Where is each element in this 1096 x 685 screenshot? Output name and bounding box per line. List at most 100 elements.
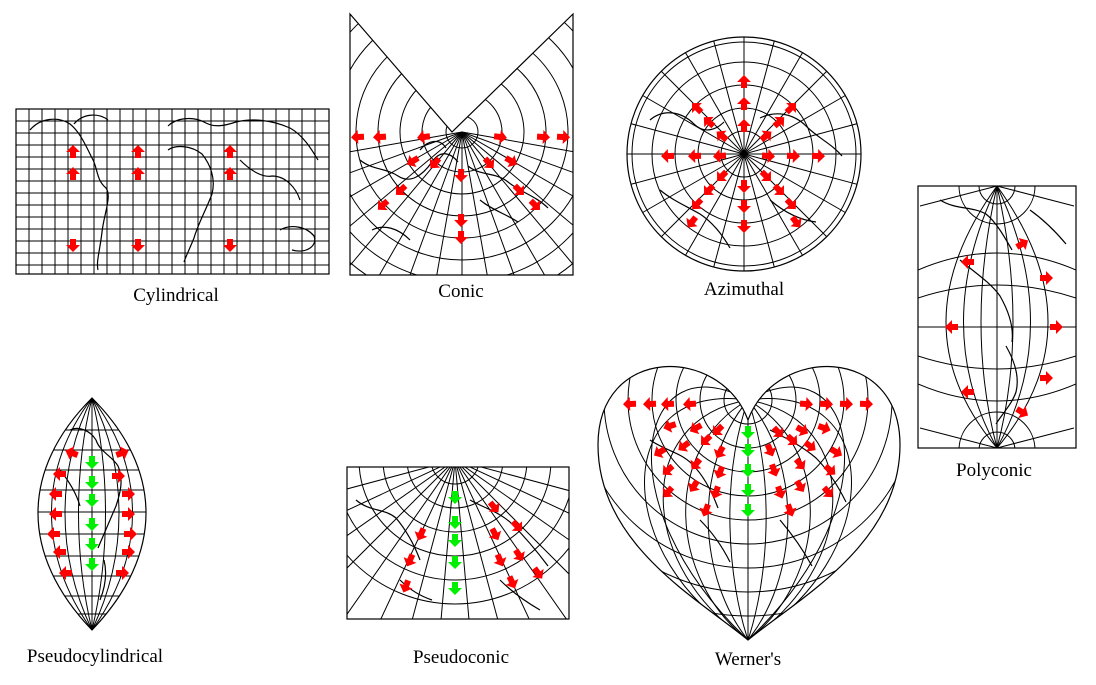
arrow-icon — [686, 215, 699, 228]
arrow-icon — [454, 213, 468, 227]
arrow-icon — [85, 476, 99, 489]
werners-meridians — [644, 386, 852, 640]
cylindrical-arrows — [66, 145, 237, 252]
azimuthal-meridians — [627, 37, 861, 271]
arrow-icon — [115, 446, 129, 460]
arrow-icon — [66, 239, 80, 252]
arrow-icon — [793, 457, 806, 470]
pseudoconic-arrows — [399, 491, 544, 595]
polyconic-meridians — [919, 186, 1075, 448]
arrow-icon — [454, 230, 468, 244]
arrow-icon — [763, 443, 777, 457]
conic-label: Conic — [438, 281, 483, 302]
arrow-icon — [488, 527, 502, 541]
arrow-icon — [819, 397, 833, 411]
arrow-icon — [85, 558, 99, 571]
arrow-icon — [377, 198, 390, 211]
arrow-icon — [799, 397, 813, 411]
arrow-icon — [784, 197, 797, 210]
arrow-icon — [661, 149, 675, 163]
arrow-icon — [703, 116, 716, 129]
arrow-icon — [678, 440, 691, 452]
arrow-icon — [821, 485, 834, 498]
arrow-icon — [759, 130, 772, 143]
arrow-icon — [493, 553, 507, 567]
arrow-icon — [351, 130, 365, 144]
arrow-icon — [406, 154, 420, 168]
polyconic-coastlines — [939, 199, 1067, 425]
arrow-icon — [505, 575, 519, 589]
arrow-icon — [713, 149, 727, 163]
arrow-icon — [803, 440, 816, 452]
polyconic-arrows — [945, 237, 1063, 419]
arrow-icon — [663, 419, 677, 433]
pseudoconic-label: Pseudoconic — [413, 647, 509, 668]
arrow-icon — [789, 215, 802, 228]
arrow-icon — [1050, 320, 1063, 334]
arrow-icon — [823, 463, 836, 476]
arrow-icon — [399, 579, 413, 593]
arrow-icon — [403, 553, 417, 567]
arrow-icon — [448, 556, 462, 569]
arrow-icon — [786, 149, 800, 163]
arrow-icon — [448, 582, 462, 595]
polyconic-label: Polyconic — [956, 460, 1032, 481]
arrow-icon — [771, 425, 784, 438]
arrow-icon — [741, 426, 755, 439]
arrow-icon — [532, 566, 544, 579]
arrow-icon — [767, 463, 781, 477]
arrow-icon — [223, 167, 237, 180]
arrow-icon — [131, 167, 145, 180]
arrow-icon — [510, 519, 523, 532]
arrow-icon — [47, 527, 60, 541]
arrow-icon — [737, 97, 751, 110]
arrow-icon — [709, 485, 723, 499]
arrow-icon — [122, 545, 135, 559]
arrow-icon — [623, 397, 637, 411]
arrow-icon — [454, 168, 468, 182]
arrow-icon — [417, 130, 431, 144]
arrow-icon — [737, 220, 751, 233]
arrow-icon — [785, 433, 798, 446]
arrow-icon — [429, 156, 442, 169]
arrow-icon — [689, 421, 703, 435]
azimuthal-label: Azimuthal — [704, 279, 784, 300]
werners-projection: Werner's — [597, 366, 901, 670]
arrow-icon — [811, 149, 825, 163]
arrow-icon — [124, 527, 137, 541]
arrow-icon — [741, 464, 755, 477]
cylindrical-coastlines — [29, 114, 319, 271]
arrow-icon — [653, 445, 667, 459]
pseudocylindrical-arrows — [47, 446, 137, 580]
cylindrical-projection: Cylindrical — [15, 108, 330, 306]
arrow-icon — [65, 446, 79, 460]
arrow-icon — [66, 167, 80, 180]
conic-coastlines — [359, 140, 549, 241]
arrow-icon — [1040, 371, 1053, 385]
arrow-icon — [817, 421, 831, 435]
arrow-icon — [945, 320, 958, 334]
arrow-icon — [699, 503, 713, 517]
arrow-icon — [784, 102, 797, 115]
arrow-icon — [223, 239, 237, 252]
pseudocylindrical-meridians — [51, 398, 133, 630]
arrow-icon — [690, 457, 703, 470]
arrow-icon — [773, 485, 787, 499]
arrow-icon — [556, 130, 570, 144]
arrow-icon — [737, 119, 751, 132]
arrow-icon — [662, 485, 675, 498]
arrow-icon — [448, 534, 462, 547]
arrow-icon — [116, 566, 129, 580]
arrow-icon — [513, 548, 525, 561]
arrow-icon — [859, 397, 873, 411]
arrow-icon — [961, 255, 974, 269]
arrow-icon — [961, 385, 974, 399]
arrow-icon — [49, 487, 62, 501]
azimuthal-projection: Azimuthal — [626, 36, 862, 300]
arrow-icon — [448, 491, 462, 504]
arrow-icon — [53, 545, 66, 559]
arrow-icon — [85, 494, 99, 507]
arrow-icon — [504, 154, 518, 168]
arrow-icon — [66, 145, 80, 158]
